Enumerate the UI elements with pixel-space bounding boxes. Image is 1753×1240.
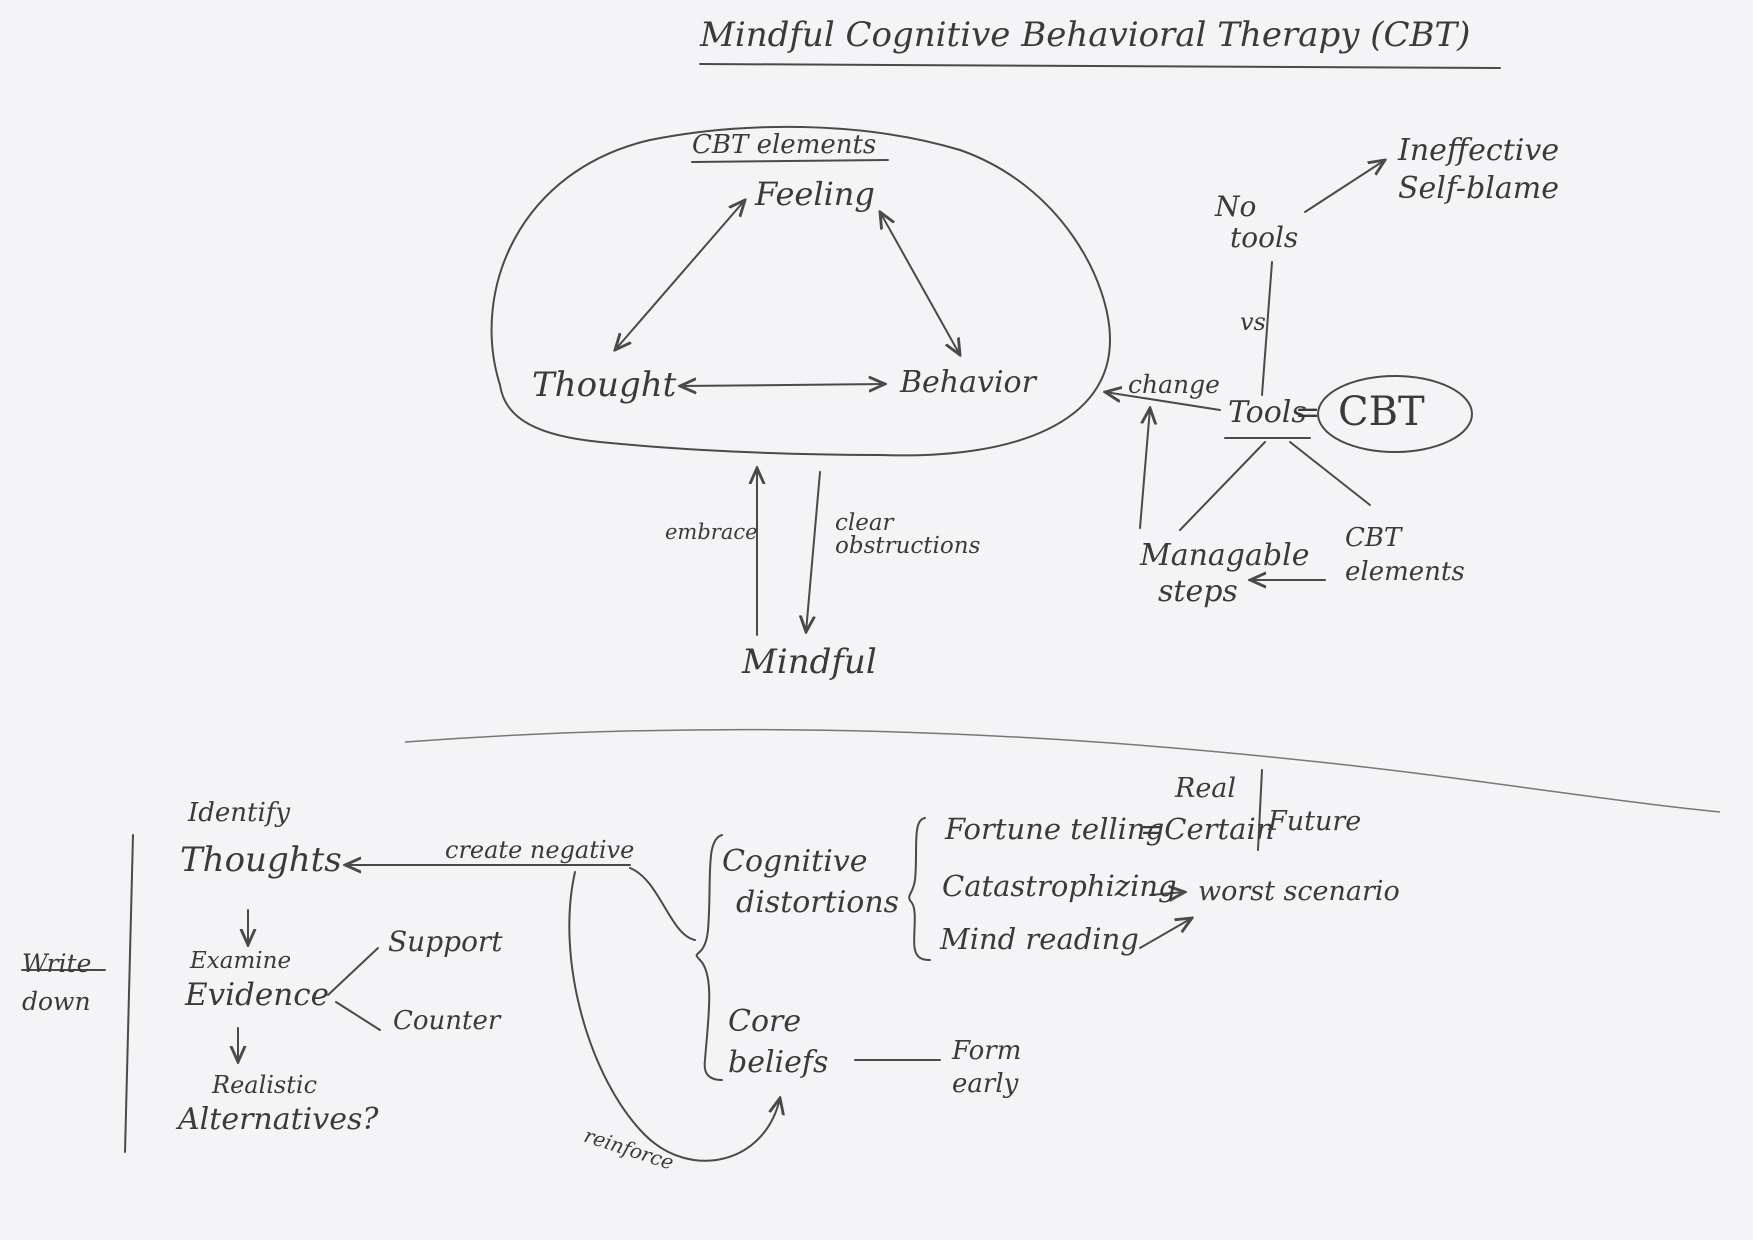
form-word: Form [952,1036,1022,1066]
page-title: Mindful Cognitive Behavioral Therapy (CB… [700,15,1471,55]
future-label: Future [1268,806,1362,837]
embrace-label: embrace [665,520,758,544]
cognitive-core-brace [695,834,723,1081]
down-word: down [22,986,91,1016]
tools-label: Tools [1228,395,1307,430]
no-word: No [1215,190,1257,223]
arrow-mind-reading [1139,918,1192,949]
tools-branch-left [1179,441,1266,531]
arrow-steps-up [1139,408,1150,529]
cbt-elements-heading: CBT elements [692,130,877,160]
behavior-label: Behavior [900,365,1036,400]
evidence-to-support [327,947,379,996]
certain-label: =Certain [1140,812,1275,846]
evidence-label: Evidence [185,977,329,1013]
clear-word: clear [835,510,894,536]
tools-word: tools [1230,220,1299,254]
realistic-label: Realistic [212,1071,318,1099]
manageable-word: Managable [1140,538,1310,573]
write-word: Write [22,949,92,978]
real-future-divider [1257,769,1263,851]
clear-obstructions-label: clear obstructions [835,512,980,558]
arrow-feeling-behavior [880,212,960,355]
core-word: Core [728,1004,802,1039]
arrow-change [1105,392,1221,411]
worst-scenario-label: worst scenario [1198,876,1400,907]
create-negative-label: create negative [445,836,635,864]
beliefs-word: beliefs [728,1044,829,1080]
counter-label: Counter [393,1006,501,1036]
no-tools-label: No tools [1215,190,1299,254]
real-label: Real [1175,773,1237,804]
catastrophizing-label: Catastrophizing [942,869,1177,903]
obstructions-word: obstructions [835,533,981,559]
arrow-catastrophizing [1149,892,1185,895]
distortions-word: distortions [736,884,900,920]
mindful-label: Mindful [742,642,877,682]
thoughts-label: Thoughts [180,840,342,880]
fortune-telling-label: Fortune telling [945,812,1165,846]
title-underline [699,63,1501,69]
tools-equals: = [1295,395,1321,430]
distortions-brace [908,817,931,961]
vs-label: vs [1240,308,1266,336]
self-blame-word: Self-blame [1398,170,1559,206]
cbt-oval [1317,375,1473,453]
support-label: Support [388,925,503,958]
cbt-word: CBT [1345,523,1402,553]
arrow-clear-obstructions [806,471,821,632]
tools-branch-right [1289,441,1371,506]
early-word: early [952,1068,1019,1099]
manageable-steps-label: Managable steps [1140,538,1309,610]
cbt-heading-underline [691,159,889,163]
cognitive-distortions-label: Cognitive distortions [722,842,899,923]
mind-reading-label: Mind reading [940,922,1139,956]
examine-label: Examine [190,948,292,974]
arrow-thought-behavior [680,384,885,386]
reinforce-loop [568,871,780,1162]
core-beliefs-label: Core beliefs [728,1002,828,1083]
identify-label: Identify [188,798,291,828]
ineffective-self-blame-label: Ineffective Self-blame [1398,132,1559,207]
evidence-to-counter [335,1001,381,1031]
vs-divider [1261,261,1273,396]
create-negative-connector [629,867,696,941]
cbt-elements-side-label: CBT elements [1345,522,1465,590]
steps-word: steps [1158,574,1238,609]
cbt-oval-label: CBT [1338,389,1425,435]
elements-word: elements [1345,556,1465,587]
ineffective-word: Ineffective [1398,133,1560,168]
write-down-label: Write down [22,945,91,1020]
cbt-elements-circle [490,125,1111,457]
section-divider [404,728,1721,813]
thought-label: Thought [532,365,677,405]
arrow-no-tools-ineffective [1304,160,1385,213]
cognitive-word: Cognitive [722,844,868,879]
change-label: change [1128,370,1220,399]
write-down-bracket [124,834,134,1153]
feeling-label: Feeling [755,175,875,213]
form-early-label: Form early [952,1035,1021,1100]
alternatives-label: Alternatives? [178,1102,379,1137]
arrow-feeling-thought [615,200,745,350]
